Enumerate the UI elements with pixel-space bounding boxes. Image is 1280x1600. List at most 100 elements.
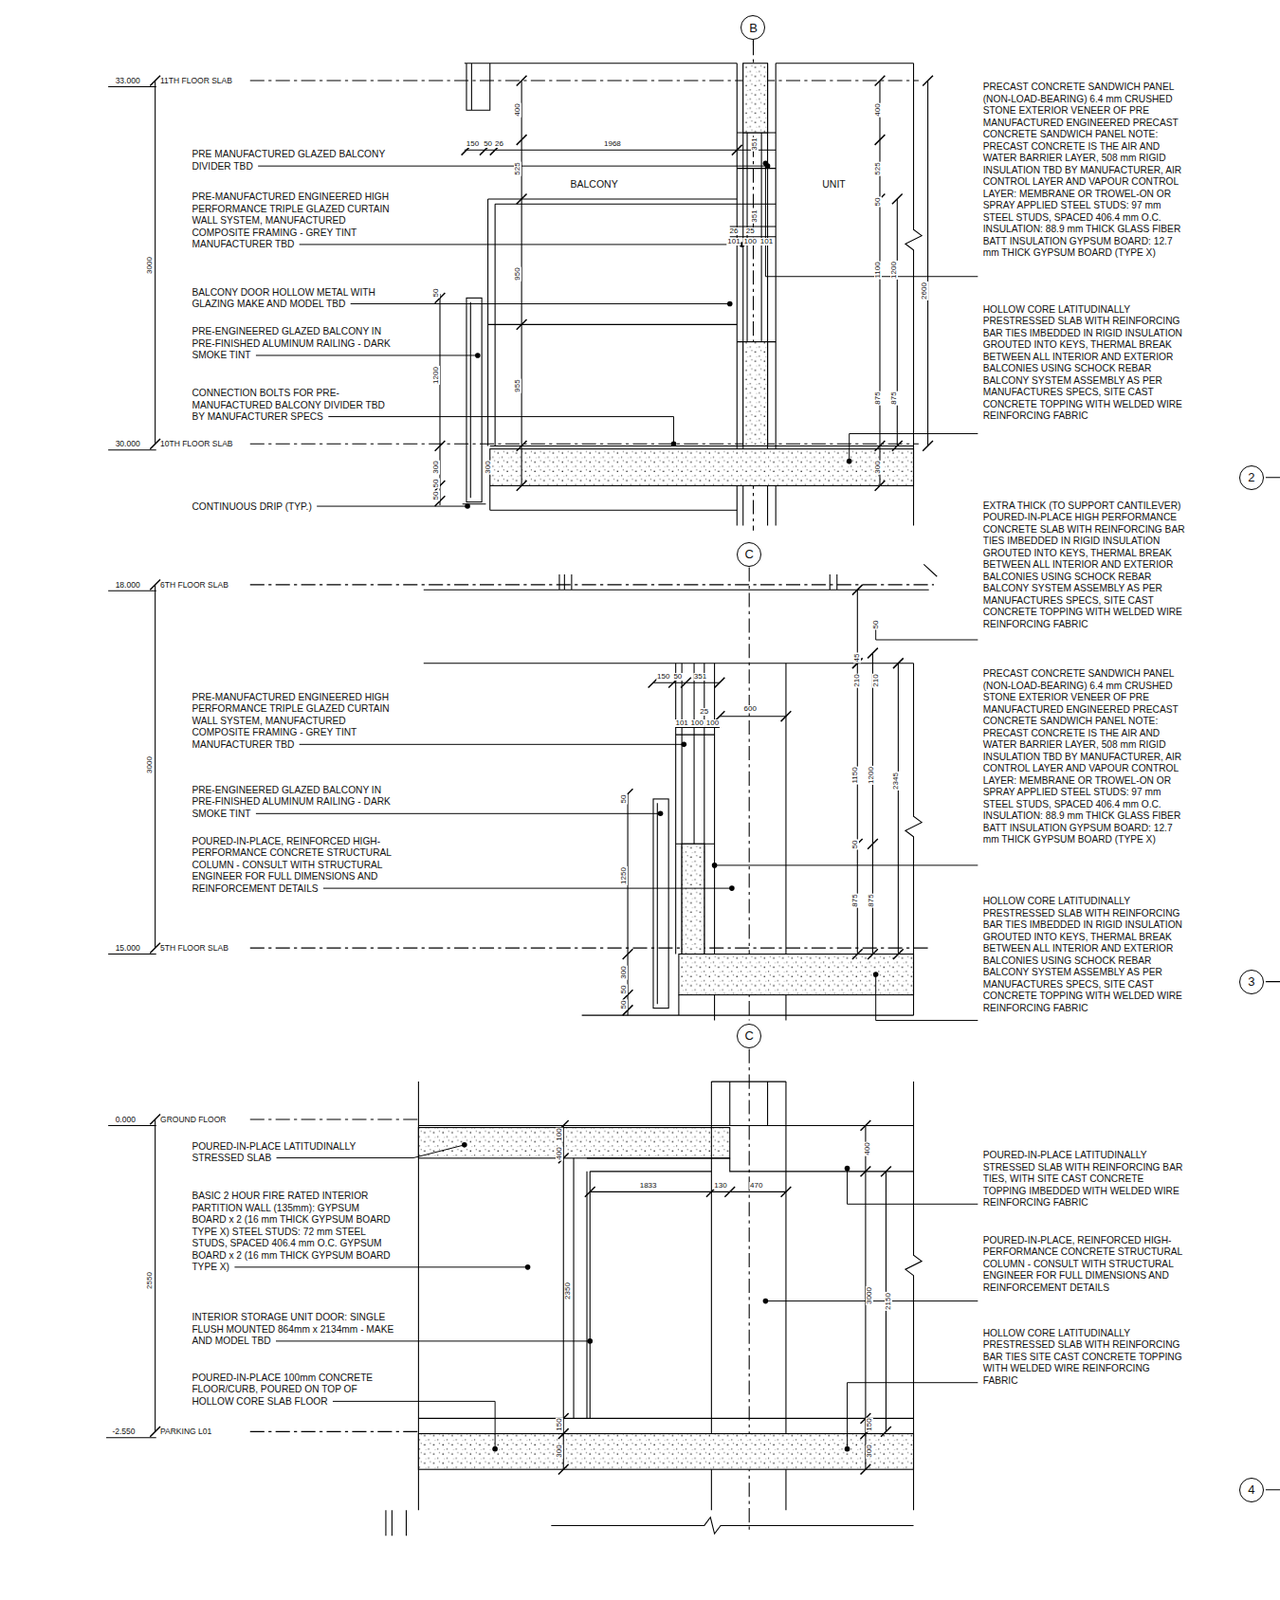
dimension-text: 101 [674,719,689,728]
annotation-note: PRECAST CONCRETE SANDWICH PANEL (NON-LOA… [983,81,1188,260]
annotation-note: PRE MANUFACTURED GLAZED BALCONY DIVIDER … [191,148,396,173]
leader-line [234,1266,528,1268]
annotation-note: PRE-MANUFACTURED ENGINEERED HIGH PERFORM… [191,191,396,252]
leader-line [876,624,979,640]
dimension-text: 3000 [146,256,154,275]
dimension-text: 101 [759,237,774,246]
dimension-text: 2350 [564,1281,572,1301]
dimension-text: 300 [620,965,628,980]
dimension-text: 525 [874,161,882,176]
dimension-text: 300 [874,459,882,475]
annotation-note: PRECAST CONCRETE SANDWICH PANEL (NON-LOA… [983,668,1188,847]
grid-bubble: B [740,15,766,40]
dimension-text: 300 [484,459,493,475]
leader-line [257,165,768,167]
dimension-text: 3000 [146,756,154,776]
annotation-note: INTERIOR STORAGE UNIT DOOR: SINGLE FLUSH… [191,1312,396,1349]
leader-line [256,813,661,815]
leader-dot [525,1264,531,1271]
dimension-text: 2345 [892,771,900,791]
level-label: 10TH FLOOR SLAB [160,439,234,449]
leader-line [765,163,978,276]
dimension-text: 45 [853,653,861,664]
grid-label: C [744,1028,753,1043]
level-label: GROUND FLOOR [160,1115,226,1125]
dimension-text: 400 [874,103,882,118]
dimension-text: 210 [853,673,861,688]
dimension-text: 50 [672,673,683,681]
leader-dot [846,458,853,465]
space-label: UNIT [822,179,846,190]
dimension-text: 400 [513,103,522,118]
level-label: 0.000 [115,1115,136,1125]
dimension-text: 50 [851,840,860,851]
dimension-text: 150 [865,1417,874,1432]
dimension-text: 1100 [874,261,882,280]
leader-dot [844,1446,851,1453]
dimension-text: 50 [432,491,440,502]
annotation-note: CONTINUOUS DRIP (TYP.) [191,501,396,514]
annotation-note: POURED-IN-PLACE, REINFORCED HIGH-PERFORM… [191,836,396,896]
annotation-note: POURED-IN-PLACE LATITUDINALLY STRESSED S… [983,1150,1188,1210]
leader-dot [727,301,733,308]
leader-line [275,1340,590,1342]
dimension-text: 26 [729,227,740,236]
dimension-text: 300 [432,459,440,475]
dimension-text: 1833 [639,1182,659,1190]
grid-label: 3 [1247,974,1255,989]
dimension-text: 351 [750,209,759,224]
dimension-text: 100 [743,237,758,246]
leader-line [299,744,685,746]
dimension-text: 300 [865,1444,874,1459]
leader-dot [680,742,687,749]
dimension-text: 50 [872,619,880,630]
leader-dot [671,440,677,447]
leader-dot [729,885,735,892]
annotation-note: POURED-IN-PLACE, REINFORCED HIGH-PERFORM… [983,1235,1188,1296]
leader-line [299,243,743,245]
dimension-text: 875 [851,893,860,908]
leader-dot [844,1166,851,1172]
space-label: BALCONY [569,179,618,190]
leader-line [714,864,979,866]
leader-dot [763,160,769,166]
leader-line [350,303,731,305]
dimension-text: 300 [555,1444,564,1459]
dimension-text: 875 [867,893,876,908]
level-label: 6TH FLOOR SLAB [160,581,229,590]
level-label: 5TH FLOOR SLAB [160,944,229,953]
leader-dot [763,1298,769,1305]
leader-dot [658,811,664,818]
dimension-text: 25 [745,227,756,236]
leader-dot [712,862,718,869]
dimension-text: 50 [620,793,628,805]
leader-dot [475,352,481,359]
dimension-text: 50 [874,197,882,208]
level-label: 30.000 [115,439,141,449]
dimension-text: 26 [493,140,505,148]
dimension-text: 1150 [851,767,860,786]
dimension-text: 875 [874,390,882,405]
annotation-note: PRE-ENGINEERED GLAZED BALCONY IN PRE-FIN… [191,785,396,822]
leader-line [328,417,674,445]
leader-line [316,506,468,508]
dimension-text: 525 [513,161,522,176]
leader-dot [464,503,471,510]
dimension-text: 2150 [884,1292,893,1312]
leader-line [849,434,979,462]
annotation-note: HOLLOW CORE LATITUDINALLY PRESTRESSED SL… [983,1328,1188,1389]
leader-line [847,1383,979,1450]
dimension-text: 2600 [920,281,929,301]
dimension-text: 600 [743,705,758,714]
level-label: 15.000 [115,944,141,953]
dimension-text: 1200 [890,260,898,280]
dimension-text: 100 [690,719,705,728]
annotation-note: BASIC 2 HOUR FIRE RATED INTERIOR PARTITI… [191,1190,396,1275]
annotation-note: EXTRA THICK (TO SUPPORT CANTILEVER) POUR… [983,500,1188,632]
dimension-text: 1200 [867,766,876,786]
leader-dot [873,971,879,978]
dimension-text: 400 [555,1146,564,1161]
dimension-text: 50 [432,478,440,490]
leader-dot [492,1446,498,1453]
dimension-text: 470 [749,1182,764,1190]
